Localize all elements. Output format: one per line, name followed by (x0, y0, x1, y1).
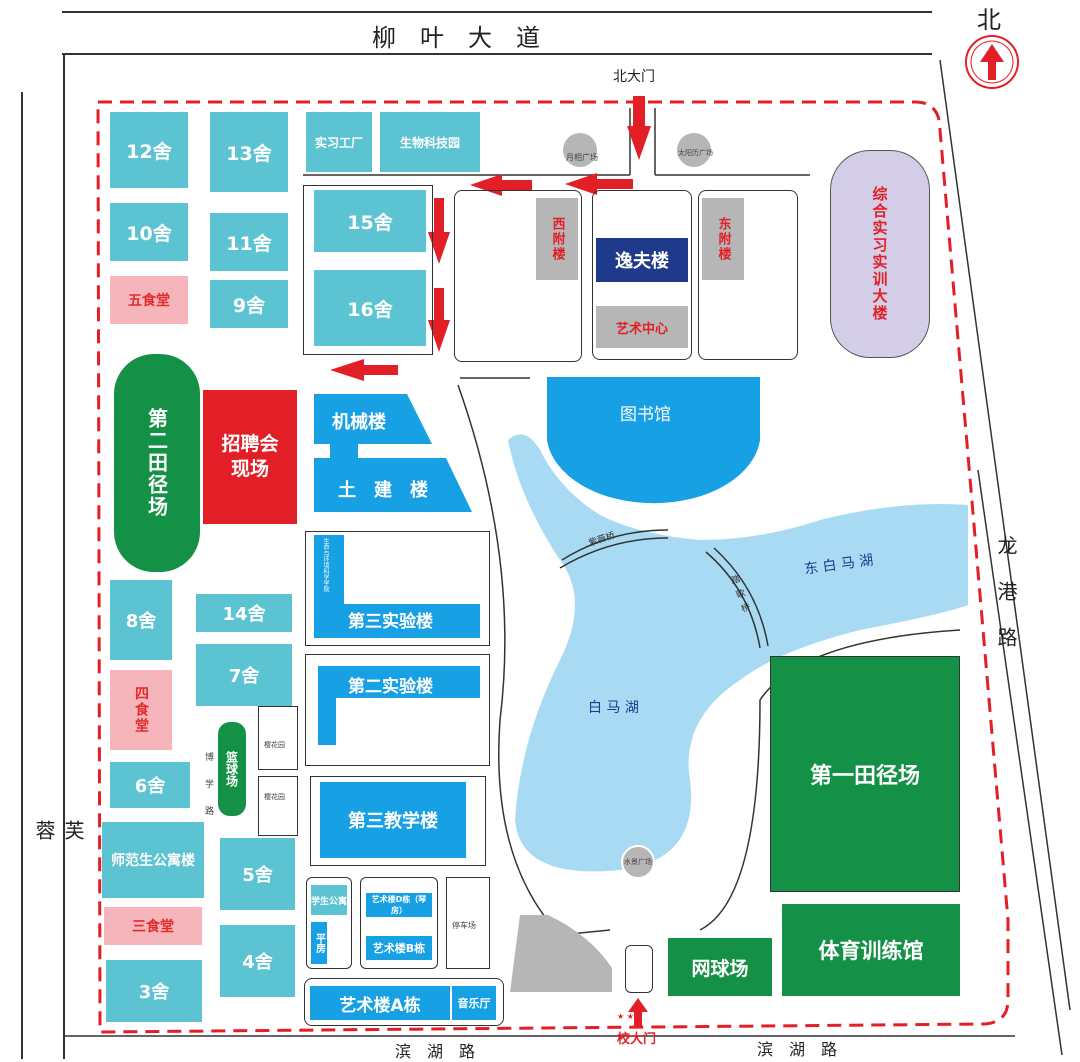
art-building-a[interactable]: 艺术楼A栋 (310, 986, 450, 1020)
dorm-9[interactable]: 9舍 (210, 280, 288, 328)
dorm-14[interactable]: 14舍 (196, 594, 292, 632)
dorm-13[interactable]: 13舍 (210, 112, 288, 192)
south-road-label-left: 滨 湖 路 (395, 1042, 476, 1061)
teaching-building-3[interactable]: 第三教学楼 (320, 782, 466, 858)
art-a-block (304, 978, 504, 1026)
dorm-3[interactable]: 3舍 (106, 960, 202, 1022)
student-apartment[interactable]: 学生公寓 (311, 885, 347, 915)
west-annex-building[interactable]: 西附楼 (536, 198, 578, 280)
yuexiang-plaza-label[interactable]: 月相广场 (566, 153, 598, 162)
lab2-block (305, 654, 490, 766)
west-road-label: 芙蓉 (32, 820, 85, 980)
art-center[interactable]: 艺术中心 (596, 306, 688, 348)
dorm-7[interactable]: 7舍 (196, 644, 292, 706)
main-gate-stars: ★ ★ (617, 1012, 634, 1021)
taiyangli-plaza-label[interactable]: 太阳历广场 (678, 149, 713, 157)
practice-factory[interactable]: 实习工厂 (306, 112, 372, 172)
student-apt-block (306, 877, 352, 969)
bungalow[interactable]: 平房 (311, 922, 327, 964)
first-sports-field[interactable]: 第一田径场 (770, 656, 960, 892)
bio-env-college[interactable]: 生命与环境科学学院 (322, 538, 329, 592)
north-road-label: 柳 叶 大 道 (372, 24, 540, 52)
dorm-5[interactable]: 5舍 (220, 838, 295, 910)
cherry-garden-2[interactable]: 樱花园 (264, 793, 285, 801)
biotech-park[interactable]: 生物科技园 (380, 112, 480, 172)
north-gate-label[interactable]: 北大门 (613, 69, 655, 85)
garden-1-block (258, 706, 298, 770)
lab3-block (305, 531, 490, 646)
dorm-11[interactable]: 11舍 (210, 213, 288, 271)
canteen-3[interactable]: 三食堂 (104, 907, 202, 945)
tennis-court[interactable]: 网球场 (668, 938, 772, 996)
parking-block (446, 877, 490, 969)
basketball-court[interactable]: 篮球场 (218, 722, 246, 816)
dorm-12[interactable]: 12舍 (110, 112, 188, 188)
main-gate-label[interactable]: 校大门 (617, 1032, 657, 1047)
yifu-building[interactable]: 逸夫楼 (596, 238, 688, 282)
north-compass-label: 北 (977, 6, 1001, 34)
library[interactable]: 图书馆 (620, 405, 671, 425)
dorm-15-16-block (303, 185, 433, 355)
art-building-d[interactable]: 艺术楼D栋（琴房） (366, 893, 432, 917)
cherry-garden-1[interactable]: 樱花园 (264, 741, 285, 749)
east-road-label: 龙港路 (994, 535, 1018, 673)
dorm-16[interactable]: 16舍 (314, 270, 426, 346)
shuijing-plaza-label[interactable]: 水景广场 (624, 858, 652, 866)
teach3-block (310, 776, 486, 866)
mechanical-building[interactable]: 机械楼 (332, 412, 386, 433)
dorm-4[interactable]: 4舍 (220, 925, 295, 997)
east-annex-building[interactable]: 东附楼 (702, 198, 744, 280)
south-road-label-right: 滨 湖 路 (757, 1040, 838, 1059)
yifu-block (592, 190, 692, 360)
art-bd-block (360, 877, 438, 969)
music-hall[interactable]: 音乐厅 (452, 986, 496, 1020)
baima-lake[interactable]: 白 马 湖 (588, 700, 639, 716)
lab-building-3[interactable]: 第三实验楼 (348, 612, 433, 632)
garden-2-block (258, 776, 298, 836)
gate-kiosk (625, 945, 653, 993)
canteen-5[interactable]: 五食堂 (110, 276, 188, 324)
sports-training-hall[interactable]: 体育训练馆 (782, 904, 960, 996)
west-annex-block (454, 190, 582, 362)
art-building-b[interactable]: 艺术楼B栋 (366, 936, 432, 960)
comprehensive-training-building[interactable]: 综合实习实训大楼 (830, 150, 930, 358)
dorm-8[interactable]: 8舍 (110, 580, 172, 660)
parking-lot[interactable]: 停车场 (452, 921, 476, 930)
civil-building[interactable]: 土 建 楼 (338, 480, 428, 501)
boxue-road-label: 博学路 (203, 752, 213, 833)
second-sports-field[interactable]: 第二田径场 (114, 354, 200, 572)
lab-building-2[interactable]: 第二实验楼 (348, 677, 433, 697)
job-fair-venue[interactable]: 招聘会现场 (203, 390, 297, 524)
dorm-6[interactable]: 6舍 (110, 762, 190, 808)
canteen-4[interactable]: 四食堂 (110, 670, 172, 750)
dorm-10[interactable]: 10舍 (110, 203, 188, 261)
dorm-15[interactable]: 15舍 (314, 190, 426, 252)
east-annex-block (698, 190, 798, 360)
normal-student-apartment[interactable]: 师范生公寓楼 (102, 822, 204, 898)
